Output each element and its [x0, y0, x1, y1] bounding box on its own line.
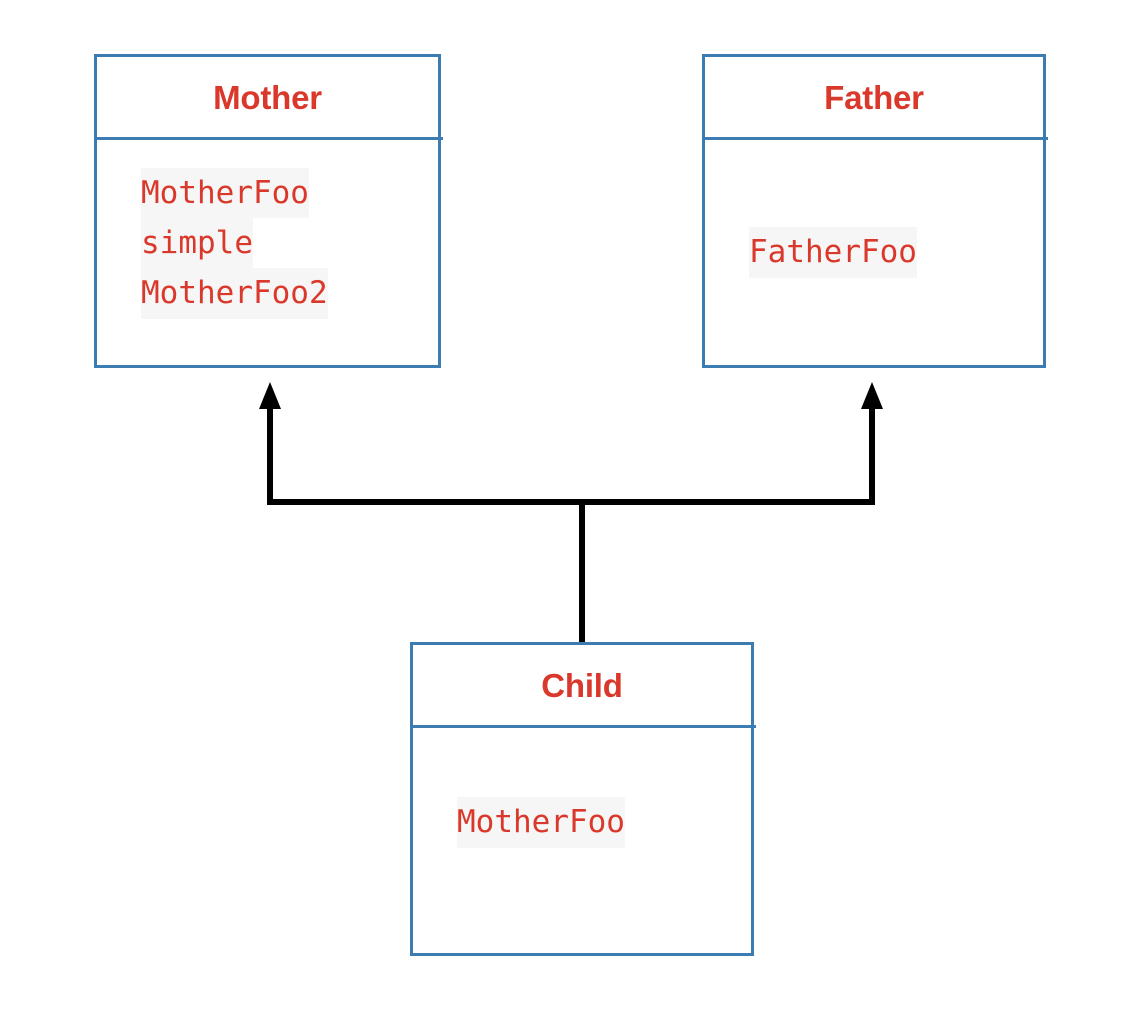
divider-overshoot-tick — [751, 725, 756, 728]
class-member: MotherFoo — [457, 797, 625, 848]
class-member: FatherFoo — [749, 227, 917, 278]
class-title-compartment-child: Child — [413, 645, 751, 728]
class-box-father[interactable]: Father FatherFoo — [702, 54, 1048, 368]
class-members-father: FatherFoo — [705, 140, 1043, 365]
class-members-child: MotherFoo — [413, 728, 751, 953]
class-name-father: Father — [824, 78, 924, 116]
class-name-mother: Mother — [213, 78, 322, 116]
class-members-mother: MotherFoo simple MotherFoo2 — [97, 140, 438, 365]
divider-overshoot-tick — [438, 137, 443, 140]
class-name-child: Child — [541, 666, 623, 704]
arrowhead-to-mother — [259, 382, 281, 409]
class-box-mother[interactable]: Mother MotherFoo simple MotherFoo2 — [94, 54, 443, 368]
class-member: MotherFoo — [141, 168, 309, 219]
class-title-compartment-father: Father — [705, 57, 1043, 140]
class-member: simple — [141, 218, 253, 269]
class-title-compartment-mother: Mother — [97, 57, 438, 140]
class-box-child[interactable]: Child MotherFoo — [410, 642, 756, 956]
class-member: MotherFoo2 — [141, 268, 328, 319]
divider-overshoot-tick — [1043, 137, 1048, 140]
arrowhead-to-father — [861, 382, 883, 409]
